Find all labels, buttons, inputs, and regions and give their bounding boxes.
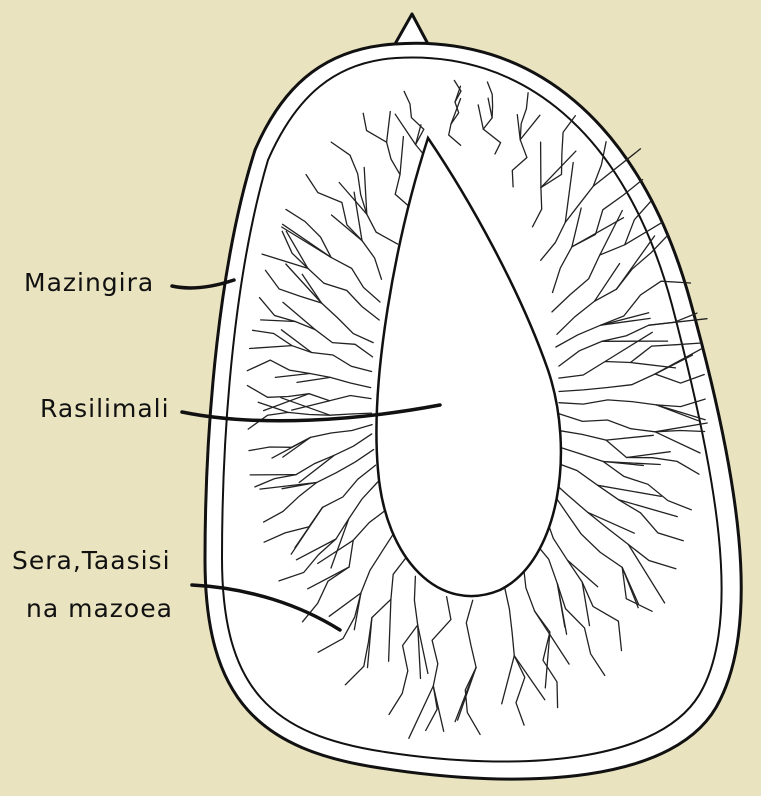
label-outer: Mazingira (24, 268, 154, 297)
fruit-stalk (395, 14, 428, 44)
label-middle-line1: Sera,Taasisi (12, 546, 171, 575)
label-middle-line2: na mazoea (26, 594, 173, 623)
label-seed: Rasilimali (40, 394, 170, 423)
